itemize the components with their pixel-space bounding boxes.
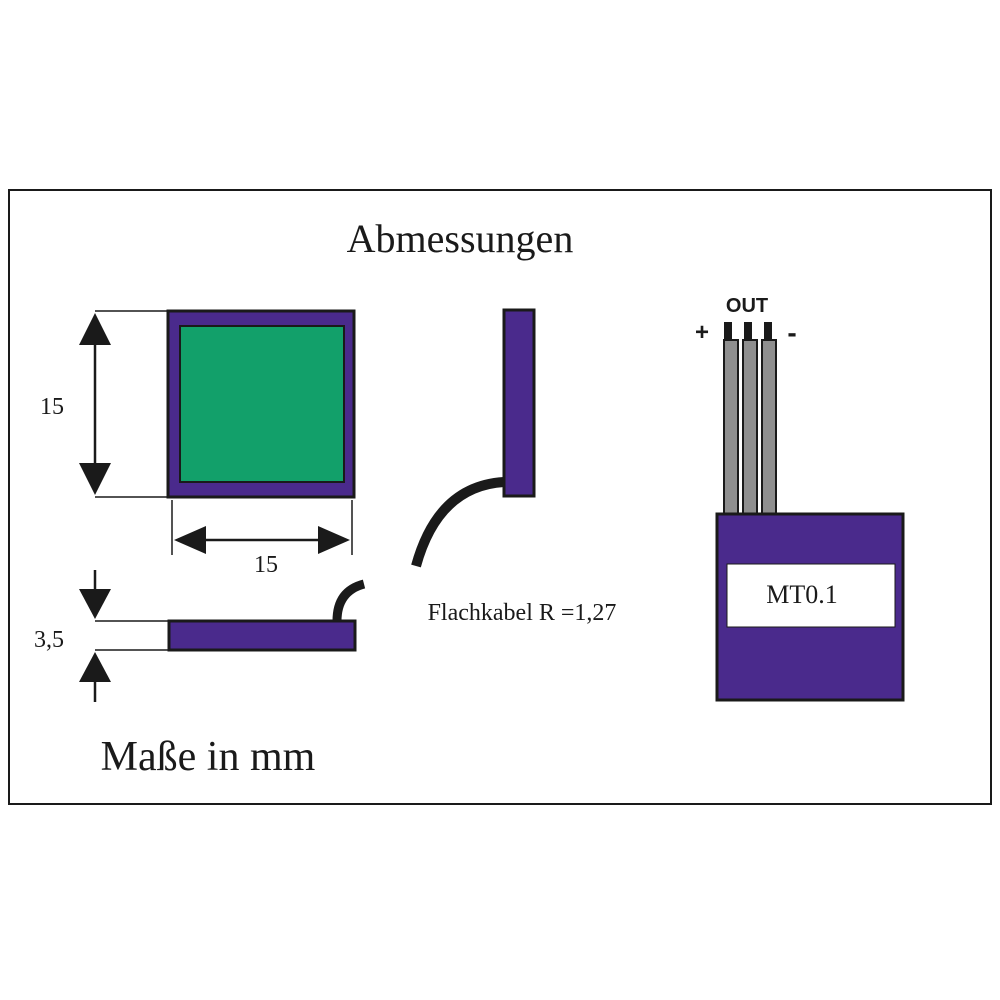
arrow-left-icon bbox=[174, 526, 206, 554]
arrow-up-icon bbox=[79, 313, 111, 345]
arrow-right-icon bbox=[318, 526, 350, 554]
units-note: Maße in mm bbox=[101, 734, 316, 780]
arrow-down-icon bbox=[79, 463, 111, 495]
width-label: 15 bbox=[254, 552, 278, 578]
output-wires bbox=[723, 322, 777, 523]
sensor-body-edge bbox=[502, 308, 536, 498]
arrow-up-icon bbox=[79, 652, 111, 682]
minus-label: - bbox=[787, 317, 796, 348]
top-view bbox=[166, 309, 356, 499]
wire-out bbox=[742, 339, 758, 523]
module-name: MT0.1 bbox=[766, 580, 838, 609]
edge-view: Flachkabel R =1,27 bbox=[411, 308, 617, 626]
sensor-pad bbox=[179, 325, 345, 483]
out-label: OUT bbox=[726, 295, 768, 317]
height-label: 15 bbox=[40, 394, 64, 420]
width-dimension: 15 bbox=[171, 500, 353, 578]
module-view: OUT + - MT0.1 bbox=[695, 295, 905, 702]
side-view bbox=[167, 579, 366, 652]
cable-label: Flachkabel R =1,27 bbox=[428, 600, 617, 626]
arrow-down-icon bbox=[79, 589, 111, 619]
diagram-title: Abmessungen bbox=[347, 216, 574, 261]
thickness-dimension: 3,5 bbox=[34, 570, 168, 702]
sensor-body-side bbox=[167, 619, 357, 652]
wire-plus bbox=[723, 339, 739, 523]
module-label-plate bbox=[726, 563, 896, 628]
wire-minus bbox=[761, 339, 777, 523]
thickness-label: 3,5 bbox=[34, 627, 64, 653]
side-cable bbox=[332, 579, 366, 622]
height-dimension: 15 bbox=[40, 310, 168, 498]
flat-cable bbox=[411, 477, 505, 568]
plus-label: + bbox=[695, 319, 709, 346]
